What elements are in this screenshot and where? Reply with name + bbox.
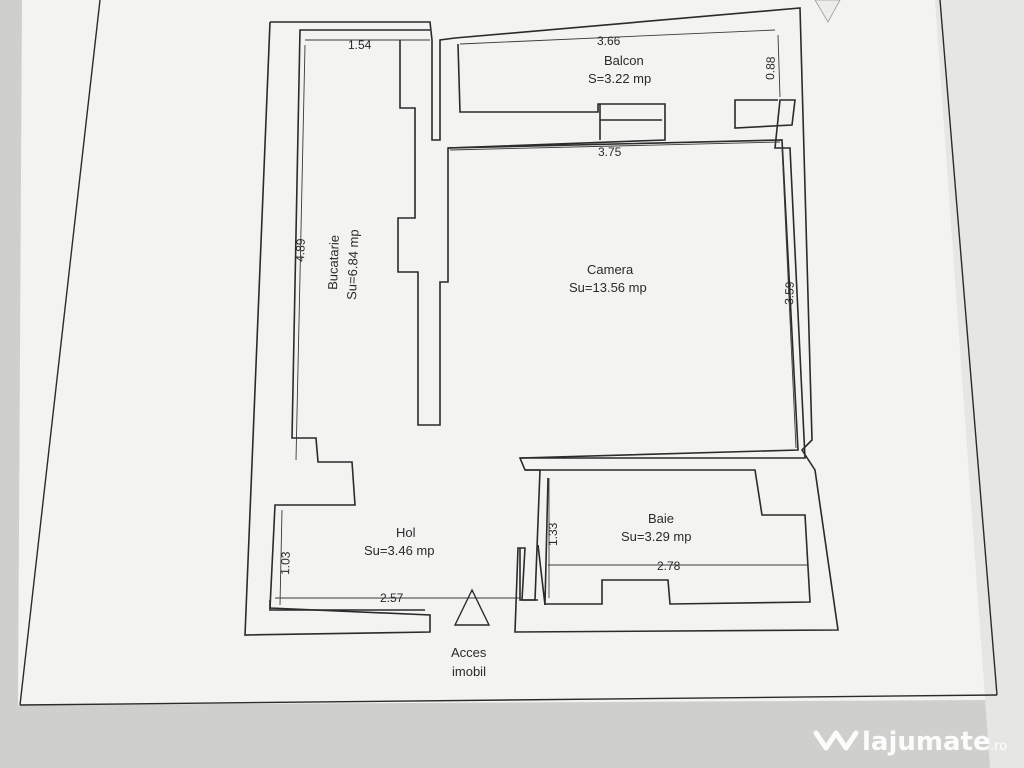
dimension-lines — [275, 29, 808, 606]
camera-wall — [447, 139, 799, 459]
dimension-label: 0.88 — [763, 56, 778, 80]
watermark: lajumate .ro — [813, 727, 1007, 757]
balcony-door — [599, 104, 662, 140]
paper-corner — [814, 0, 841, 23]
dimension-label: 4.89 — [293, 238, 308, 262]
hol-inner — [269, 600, 425, 611]
room-label-balcon: Balcon — [604, 53, 644, 68]
room-label-baie: Baie — [648, 511, 674, 526]
kitchen-partition — [397, 40, 666, 426]
dimension-label: 1.33 — [546, 522, 560, 546]
dimension-label: 2.57 — [380, 591, 404, 605]
room-label-bucatarie: Bucatarie — [325, 235, 342, 290]
dimension-label: 1.03 — [278, 551, 293, 575]
dimension-label: 2.78 — [657, 559, 681, 573]
access-label-line1: Acces — [451, 645, 487, 660]
access-label-line2: imobil — [452, 664, 486, 679]
page-frame — [19, 0, 998, 706]
room-label-camera: Camera — [587, 262, 634, 277]
room-area-balcon: S=3.22 mp — [588, 71, 651, 86]
baie-inner — [519, 544, 546, 606]
room-area-baie: Su=3.29 mp — [621, 529, 691, 544]
watermark-suffix: .ro — [990, 739, 1007, 754]
paper-sheet-right — [935, 0, 1024, 768]
baie-wall — [525, 469, 811, 605]
room-area-bucatarie: Su=6.84 mp — [344, 229, 361, 300]
walls — [244, 7, 839, 636]
watermark-brand: lajumate — [862, 727, 991, 757]
dimension-label: 1.54 — [348, 38, 372, 52]
room-area-camera: Su=13.56 mp — [569, 280, 647, 295]
access-arrow-icon — [453, 588, 491, 626]
paper-sheet-inner — [18, 0, 995, 705]
room-label-hol: Hol — [396, 525, 416, 540]
west-wall — [244, 21, 431, 636]
dimension-label: 3.75 — [598, 145, 622, 159]
dimension-label: 3.66 — [597, 34, 621, 48]
outer-wall — [270, 7, 839, 633]
dimension-label: 3.59 — [782, 281, 797, 305]
room-area-hol: Su=3.46 mp — [364, 543, 434, 558]
lajumate-logo-icon — [813, 730, 859, 751]
